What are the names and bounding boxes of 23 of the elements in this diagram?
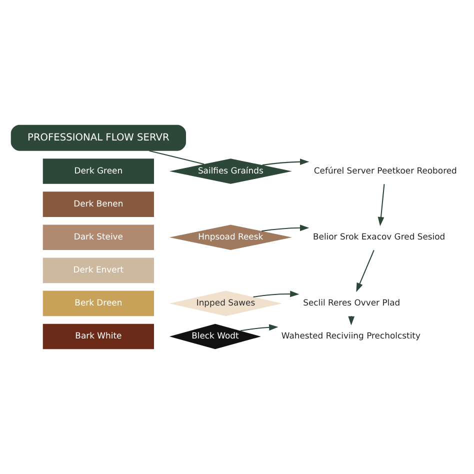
arrow [378,184,385,226]
arrow [253,290,300,298]
node-text: Wahested Reciviing Precholcstity [281,330,420,341]
arrow [240,324,278,332]
node-box: Bark White [42,324,154,350]
node-diamond: Inpped Sawes [169,290,282,316]
arrow [262,224,310,232]
connector [149,150,204,165]
arrow [356,250,374,292]
node-box: Derk Benen [42,192,154,217]
node-text: Seclil Reres Ovver Plad [303,298,400,308]
node-diamond: Sailfies Graínds [169,158,292,184]
node-text: Belior Srok Exacov Gred Sesiod [312,232,446,242]
node-box: Dark Steive [42,224,154,250]
node-box: Derk Envert [42,258,154,284]
node-box: PROFESSIONAL FLOW SERVR [10,124,186,151]
arrow [262,158,310,166]
node-box: Berk Dreen [42,290,154,316]
node-diamond: Bleck Wodt [169,324,261,350]
arrow [348,316,355,326]
node-diamond: Hnpsoad Reesk [169,224,292,250]
node-text: Cefúrel Server Peetkoer Reobored [314,165,457,176]
node-box: Derk Green [42,158,154,184]
